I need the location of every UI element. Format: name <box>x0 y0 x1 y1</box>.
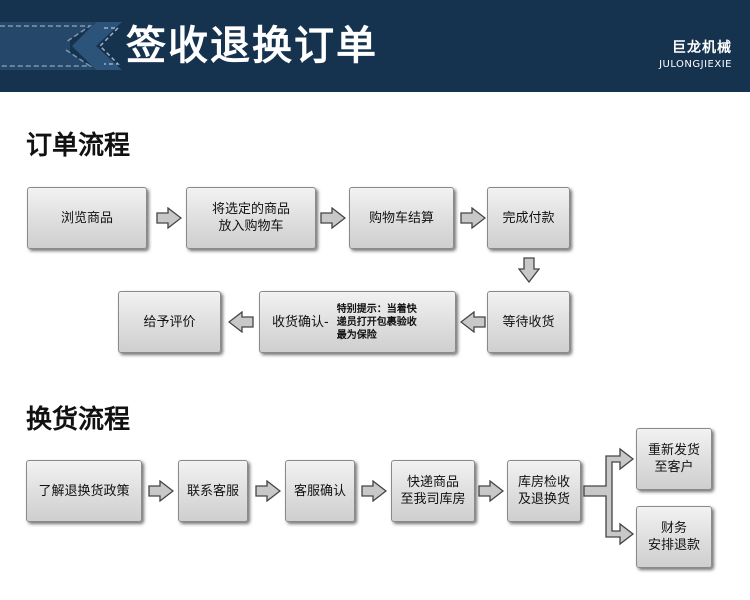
step-label: 联系客服 <box>186 483 239 499</box>
step-label: 客服确认 <box>293 483 346 499</box>
step-give-review: 给予评价 <box>118 291 221 353</box>
receipt-note: 特别提示：当着快 递员打开包裹验收 最为保险 <box>336 303 417 341</box>
brand-name-en: JULONGJIEXIE <box>659 59 732 70</box>
header-banner: 签收退换订单 巨龙机械 JULONGJIEXIE <box>0 0 750 92</box>
arrow-right-icon <box>148 480 174 502</box>
brand-name-cn: 巨龙机械 <box>672 40 732 56</box>
step-label: 了解退换货政策 <box>38 483 130 499</box>
step-await-delivery: 等待收货 <box>487 291 570 353</box>
arrow-right-icon <box>460 207 486 229</box>
step-label: 浏览商品 <box>60 210 113 226</box>
step-label: 财务 安排退款 <box>647 521 700 553</box>
brand-block: 巨龙机械 JULONGJIEXIE <box>659 40 732 72</box>
step-label: 给予评价 <box>143 314 196 330</box>
order-flow-heading: 订单流程 <box>26 131 131 161</box>
arrow-left-icon <box>460 311 486 333</box>
arrow-left-icon <box>228 311 254 333</box>
step-warehouse-inspect: 库房检收 及退换货 <box>507 460 581 522</box>
step-ship-to-warehouse: 快递商品 至我司库房 <box>391 460 475 522</box>
step-understand-policy: 了解退换货政策 <box>26 460 142 522</box>
arrow-right-icon <box>478 480 504 502</box>
banner-decoration <box>0 22 122 70</box>
page-title: 签收退换订单 <box>126 23 378 69</box>
step-cart-checkout: 购物车结算 <box>349 187 454 249</box>
step-add-to-cart: 将选定的商品 放入购物车 <box>186 187 316 249</box>
step-label: 重新发货 至客户 <box>647 443 700 475</box>
step-label: 等待收货 <box>502 314 555 330</box>
step-label: 收货确认- <box>272 314 329 330</box>
arrow-down-icon <box>518 257 540 283</box>
exchange-flow-heading: 换货流程 <box>26 405 131 435</box>
step-confirm-receipt: 收货确认- 特别提示：当着快 递员打开包裹验收 最为保险 <box>259 291 456 353</box>
step-contact-service: 联系客服 <box>178 460 248 522</box>
step-service-confirm: 客服确认 <box>285 460 355 522</box>
step-label: 快递商品 至我司库房 <box>400 475 466 507</box>
step-complete-payment: 完成付款 <box>487 187 570 249</box>
step-label: 完成付款 <box>502 210 555 226</box>
step-label: 购物车结算 <box>368 210 434 226</box>
step-label: 库房检收 及退换货 <box>517 475 570 507</box>
arrow-right-icon <box>156 207 182 229</box>
step-browse-products: 浏览商品 <box>27 187 147 249</box>
step-reship: 重新发货 至客户 <box>636 428 712 490</box>
step-refund: 财务 安排退款 <box>636 506 712 568</box>
step-label: 将选定的商品 放入购物车 <box>211 202 290 234</box>
arrow-right-icon <box>320 207 346 229</box>
arrow-right-icon <box>255 480 281 502</box>
arrow-right-icon <box>361 480 387 502</box>
